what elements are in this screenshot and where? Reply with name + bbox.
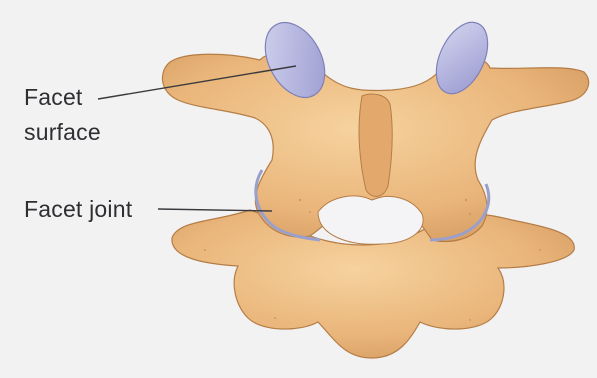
facet-joint-leader	[158, 209, 272, 211]
facet-surface-label-line2: surface	[24, 117, 101, 147]
facet-surface-label-line1: Facet	[24, 82, 83, 112]
foramen-gap	[318, 196, 423, 244]
facet-joint-label: Facet joint	[24, 194, 132, 224]
spinous-process	[359, 94, 392, 196]
